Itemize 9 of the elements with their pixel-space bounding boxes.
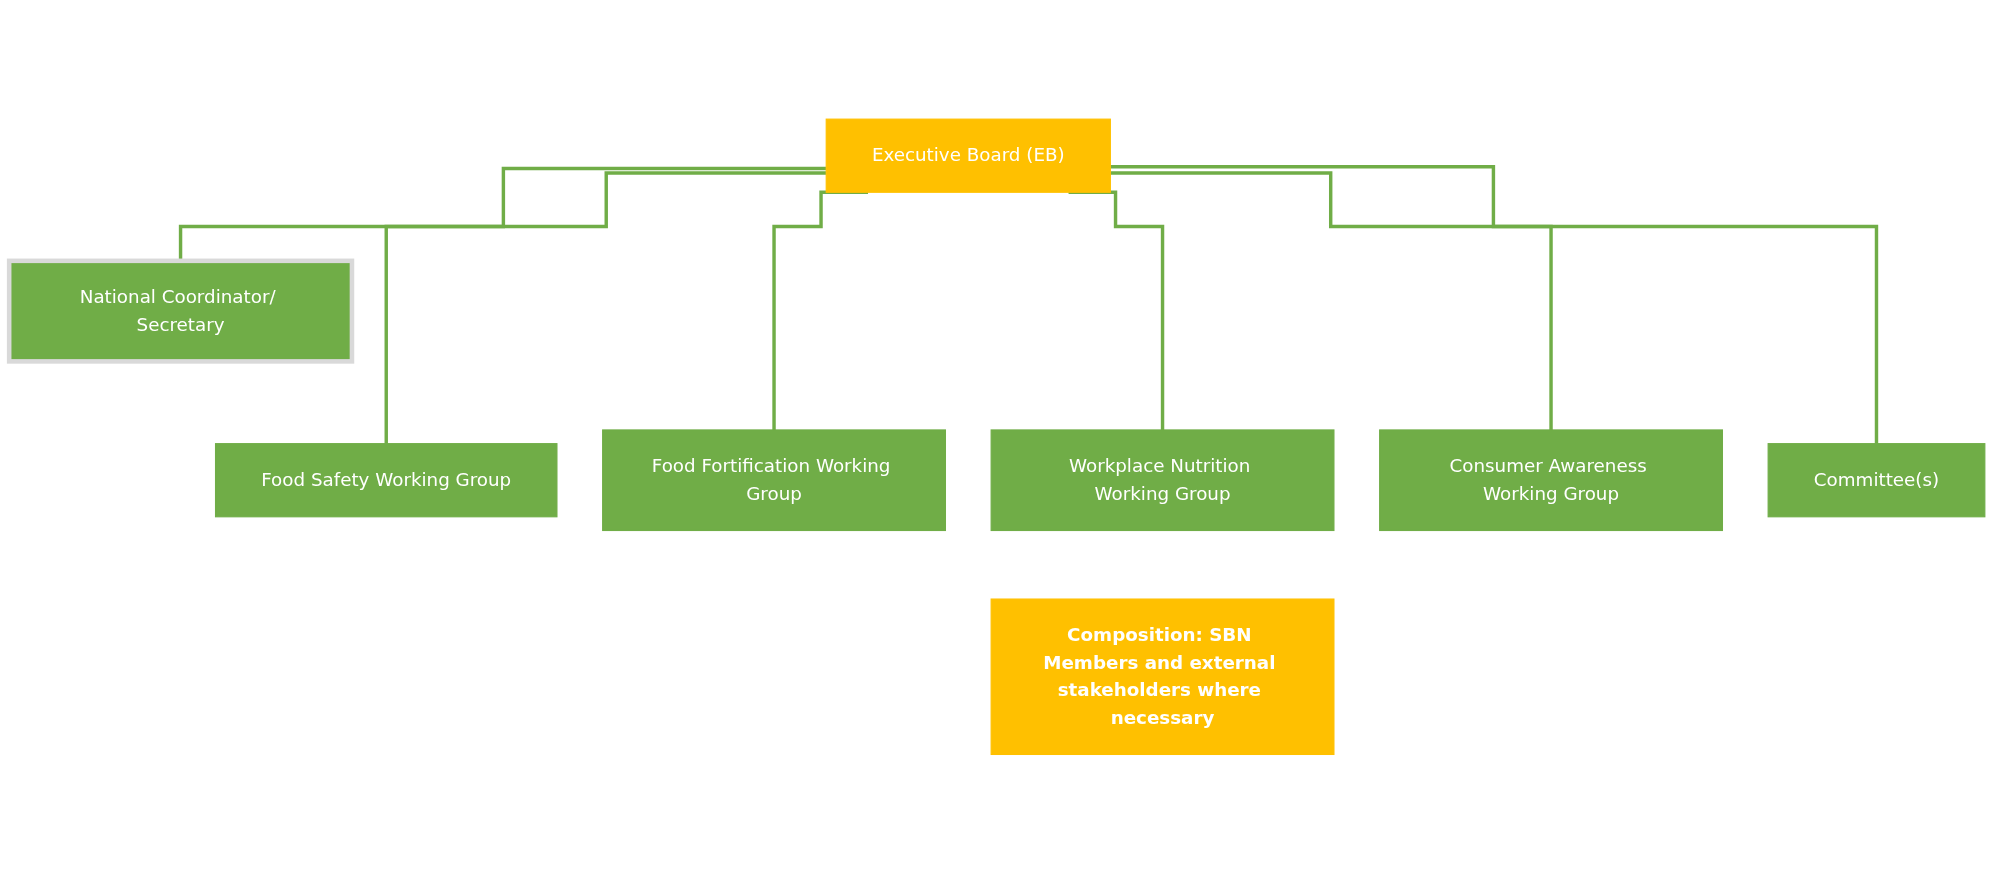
node-box: National Coordinator/ Secretary xyxy=(6,258,355,364)
connector xyxy=(1110,171,1553,432)
node-box: Workplace Nutrition Working Group xyxy=(990,429,1335,532)
node-box: Consumer Awareness Working Group xyxy=(1379,429,1723,532)
node-box: Composition: SBN Members and external stakeholders where necessary xyxy=(990,598,1335,756)
node-box: Food Fortification Working Group xyxy=(602,429,946,532)
node-box: Committee(s) xyxy=(1767,443,1986,518)
node-box: Food Safety Working Group xyxy=(214,443,558,518)
node-box: Executive Board (EB) xyxy=(825,118,1111,194)
